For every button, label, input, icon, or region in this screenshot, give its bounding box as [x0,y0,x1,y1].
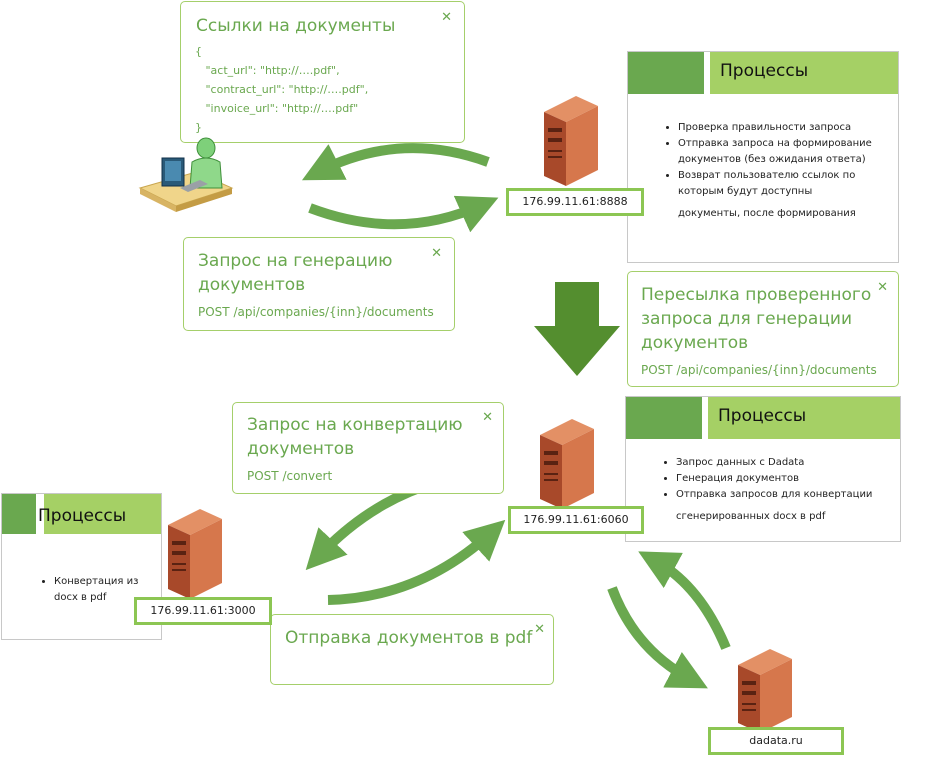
server-icon [544,96,598,186]
processes-panel-8888: Процессы Проверка правильности запроса О… [627,51,899,263]
callout-document-links: ✕ Ссылки на документы { "act_url": "http… [180,1,465,143]
server-address-dadata: dadata.ru [708,727,844,755]
arrow-pdf-back [327,519,506,605]
process-item: Отправка запроса на формирование докумен… [678,136,884,168]
arrow-from-dadata [638,551,731,650]
process-item: Проверка правильности запроса [678,120,884,136]
callout-generation-request: ✕ Запрос на генерацию документов POST /a… [183,237,455,331]
panel-header: Процессы [2,494,161,534]
panel-title: Процессы [38,506,127,526]
close-icon[interactable]: ✕ [431,246,442,261]
server-icon [540,419,594,509]
arrow-to-dadata [607,586,708,689]
server-icon [738,649,792,733]
process-item-continuation: документы, после формирования [678,208,856,219]
panel-title: Процессы [720,61,809,81]
process-item: Генерация документов [676,471,886,487]
panel-header: Процессы [628,52,898,94]
callout-title: Запрос на генерацию документов [198,251,393,295]
process-item: Отправка запросов для конвертации [676,487,886,503]
down-arrow [534,282,620,376]
server-address-3000: 176.99.11.61:3000 [134,597,272,625]
arrow-response-to-user [301,143,490,181]
server-address-8888: 176.99.11.61:8888 [506,188,644,216]
arrow-request-to-8888 [308,195,499,233]
processes-panel-3000: Процессы Конвертация из docx в pdf [1,493,162,640]
callout-title: Отправка документов в pdf [285,628,533,648]
process-item: Запрос данных с Dadata [676,455,886,471]
process-item-continuation: сгенерированных docx в pdf [676,511,826,522]
process-item: Конвертация из docx в pdf [54,574,153,606]
close-icon[interactable]: ✕ [877,280,888,295]
close-icon[interactable]: ✕ [482,410,493,425]
processes-panel-6060: Процессы Запрос данных с Dadata Генераци… [625,396,901,542]
callout-title: Запрос на конвертацию документов [247,415,463,459]
panel-header: Процессы [626,397,900,439]
process-item: Возврат пользователю ссылок по которым б… [678,168,884,200]
close-icon[interactable]: ✕ [534,622,545,637]
callout-title: Пересылка проверенного запроса для генер… [641,285,872,353]
server-icon [168,509,222,599]
process-list: Конвертация из docx в pdf [10,574,153,606]
server-address-6060: 176.99.11.61:6060 [508,506,644,534]
callout-convert-request: ✕ Запрос на конвертацию документов POST … [232,402,504,494]
callout-forward-request: ✕ Пересылка проверенного запроса для ген… [627,271,899,387]
api-endpoint: POST /api/companies/{inn}/documents [198,305,434,319]
api-endpoint: POST /api/companies/{inn}/documents [641,363,877,377]
close-icon[interactable]: ✕ [441,10,452,25]
process-list: Запрос данных с Dadata Генерация докумен… [646,455,886,525]
callout-send-pdf: ✕ Отправка документов в pdf [270,614,554,685]
response-json: { "act_url": "http://….pdf", "contract_u… [195,45,369,134]
user-at-computer-icon [138,137,234,212]
process-list: Проверка правильности запроса Отправка з… [648,120,884,222]
panel-title: Процессы [718,406,807,426]
api-endpoint: POST /convert [247,469,333,483]
callout-title: Ссылки на документы [196,16,396,36]
